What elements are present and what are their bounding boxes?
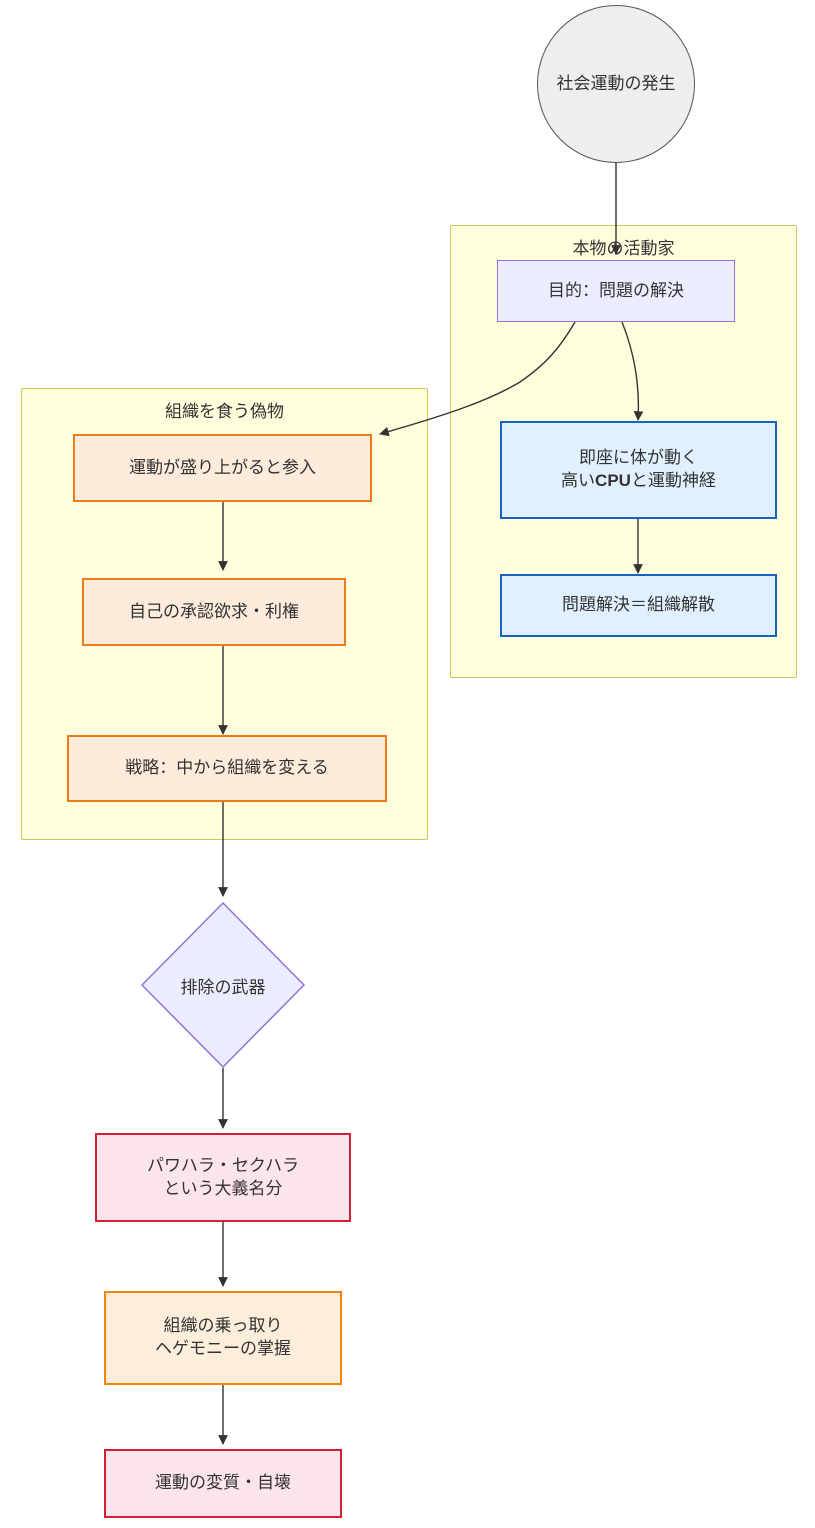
node-instant-action-line2-b: CPU — [595, 471, 631, 490]
node-weapon-of-exclusion-label: 排除の武器 — [180, 977, 266, 997]
node-join-when-hot[interactable]: 運動が盛り上がると参入 — [73, 434, 372, 502]
node-takeover-hegemony-label: 組織の乗っ取り ヘゲモニーの掌握 — [155, 1316, 291, 1358]
node-strategy-change-inside-label: 戦略：中から組織を変える — [125, 758, 329, 778]
node-instant-action-line1: 即座に体が動く — [579, 448, 698, 468]
node-start-label: 社会運動の発生 — [556, 73, 676, 93]
node-takeover-hegemony[interactable]: 組織の乗っ取り ヘゲモニーの掌握 — [104, 1291, 342, 1385]
node-purpose[interactable]: 目的：問題の解決 — [497, 260, 735, 322]
node-start[interactable]: 社会運動の発生 — [537, 5, 695, 163]
node-instant-action-line2-c: と運動神経 — [630, 471, 716, 490]
node-harassment-pretext-label: パワハラ・セクハラ という大義名分 — [147, 1155, 299, 1198]
node-strategy-change-inside[interactable]: 戦略：中から組織を変える — [67, 735, 387, 802]
cluster-real-activist-label: 本物の活動家 — [572, 239, 675, 258]
node-weapon-of-exclusion[interactable]: 排除の武器 — [141, 902, 305, 1068]
node-self-recognition[interactable]: 自己の承認欲求・利権 — [82, 578, 346, 646]
node-movement-collapse[interactable]: 運動の変質・自壊 — [104, 1449, 342, 1518]
diamond-shape — [141, 902, 305, 1068]
node-join-when-hot-label: 運動が盛り上がると参入 — [129, 457, 316, 477]
node-instant-action[interactable]: 即座に体が動く 高いCPUと運動神経 — [500, 421, 777, 519]
node-movement-collapse-label: 運動の変質・自壊 — [155, 1473, 291, 1493]
node-purpose-label: 目的：問題の解決 — [548, 280, 684, 300]
node-harassment-pretext[interactable]: パワハラ・セクハラ という大義名分 — [95, 1133, 351, 1222]
node-solution-dissolve-label: 問題解決＝組織解散 — [562, 595, 715, 615]
node-solution-dissolve[interactable]: 問題解決＝組織解散 — [500, 574, 777, 637]
node-self-recognition-label: 自己の承認欲求・利権 — [129, 601, 299, 621]
node-instant-action-line2-a: 高い — [561, 471, 596, 490]
cluster-fake-org-eaters-label: 組織を食う偽物 — [165, 402, 284, 421]
node-instant-action-line2: 高いCPUと運動神経 — [561, 470, 716, 493]
